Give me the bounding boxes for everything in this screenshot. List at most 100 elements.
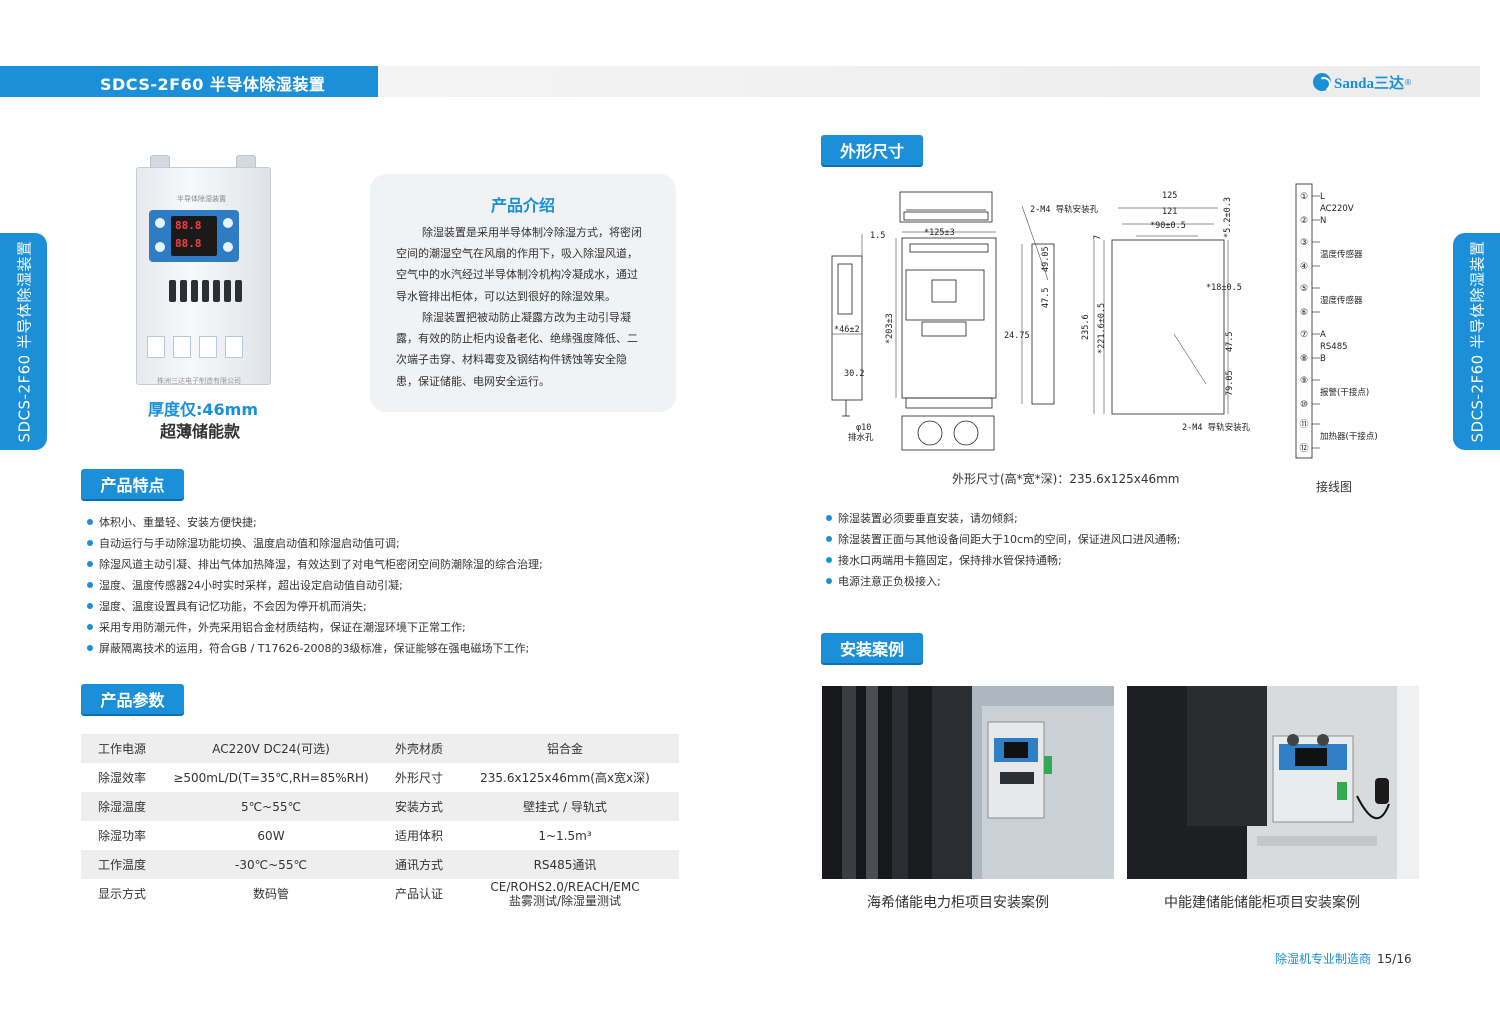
vent-slot [202,280,209,302]
param-value: 壁挂式 / 导轨式 [451,792,679,821]
param-key: 外形尺寸 [395,771,444,785]
param-value: AC220V DC24(可选) [161,734,381,763]
case-photo-1 [822,686,1114,879]
dim-203: *203±3 [885,313,895,344]
dim-7: 7 [1093,235,1103,240]
side-tab-left: SDCS-2F60 半导体除湿装置 [0,233,47,450]
feature-sticker-icon [225,336,243,358]
cases-heading: 安装案例 [821,633,923,663]
case-caption-1: 海希储能电力柜项目安装案例 [867,895,1049,911]
side-tab-right-text: SDCS-2F60 半导体除湿装置 [1468,240,1487,443]
feature-sticker-icon [147,336,165,358]
sanda-logo-icon [1313,73,1331,91]
note-item: 接水口两端用卡箍固定，保持排水管保持通畅; [826,554,1062,567]
param-key: 工作电源 [81,734,161,763]
intro-line: 露，有效的防止柜内设备老化、绝缘强度降低、二 [396,332,638,346]
dimensions-caption: 外形尺寸(高*宽*深)：235.6x125x46mm [952,472,1180,486]
param-key: 安装方式 [381,792,451,821]
terminal-label: 报警(干接点) [1320,387,1369,398]
dim-5-2: *5.2±0.3 [1223,197,1233,238]
dim-drain: 排水孔 [848,432,874,443]
dim-46: *46±2 [834,325,860,335]
param-key: 除湿功率 [98,829,147,843]
feature-item: 屏蔽隔离技术的运用，符合GB / T17626-2008的3级标准，保证能够在强… [86,642,530,655]
intro-paragraph-1: 除湿装置是采用半导体制冷除湿方式，将密闭 空间的潮湿空气在风扇的作用下，吸入除湿… [396,222,654,307]
intro-line: 次端子击穿、材料霉变及钢结构件锈蚀等安全隐 [396,353,627,367]
dim-24-75: 24.75 [1004,331,1030,341]
terminal-block [1295,183,1313,459]
param-key: 通讯方式 [381,850,451,879]
dimension-drawing: *125±3 1.5 *46±2 *203±3 30.2 φ10 排水孔 2-M… [831,191,1251,451]
panel-button-icon [155,242,165,252]
dim-235-6: 235.6 [1081,314,1091,340]
panel-up-icon [223,218,233,228]
feature-item: 除湿风道主动引凝、排出气体加热降湿，有效达到了对电气柜密闭空间防潮除湿的综合治理… [87,558,543,571]
dim-121: 121 [1162,207,1177,217]
vent-slot [180,280,187,302]
terminal-number: ⑨ [1300,376,1308,386]
vent-slot [213,280,220,302]
table-row: 工作电源 AC220V DC24(可选) 外壳材质 铝合金 [81,734,679,763]
features-heading: 产品特点 [81,469,184,499]
panel-button-icon [155,218,165,228]
top-view-outline [899,191,993,223]
params-table: 工作电源 AC220V DC24(可选) 外壳材质 铝合金 除湿效率 ≥500m… [81,734,679,908]
param-value: 1~1.5m³ [538,828,592,843]
terminal-number: ⑥ [1300,308,1308,318]
dim-18: *18±0.5 [1206,283,1242,293]
vent-slot [224,280,231,302]
device-display: 88.8 88.8 [171,216,217,256]
display-readout-bottom: 88.8 [175,237,202,250]
feature-sticker-icon [173,336,191,358]
intro-paragraph-2: 除湿装置把被动防止凝露方改为主动引导凝 露，有效的防止柜内设备老化、绝缘强度降低… [396,307,654,392]
thickness-label: 厚度仅:46mm [148,400,259,419]
terminal-number: ② [1300,216,1308,226]
param-value-line: CE/ROHS2.0/REACH/EMC [490,879,640,894]
feature-item: 自动运行与手动除湿功能切换、温度启动值和除湿启动值可调; [87,537,400,550]
param-key: 产品认证 [395,887,444,901]
dim-125: 125 [1162,191,1177,201]
param-key: 工作温度 [81,850,161,879]
header-title: SDCS-2F60 半导体除湿装置 [100,75,326,94]
brand-name: Sanda三达 [1334,75,1405,92]
intro-box: 产品介绍 除湿装置是采用半导体制冷除湿方式，将密闭 空间的潮湿空气在风扇的作用下… [370,174,676,412]
terminal-label: A [1320,330,1326,340]
intro-line: 空气中的水汽经过半导体制冷机构冷凝成水，通过 [396,268,638,282]
feature-item: 采用专用防潮元件，外壳采用铝合金材质结构，保证在潮湿环境下正常工作; [87,621,466,634]
terminal-number: ⑪ [1299,419,1308,430]
param-value: 60W [257,828,285,843]
dim-rail-2: 2-M4 导轨安装孔 [1182,422,1251,433]
param-key: 显示方式 [98,887,147,901]
device-maker-label: 株洲三达电子制造有限公司 [157,377,241,385]
bottom-view-outline [901,415,995,451]
product-image: 半导体除湿装置 88.8 88.8 株洲三达电子制造有限公司 [136,155,271,385]
terminal-number: ⑩ [1300,400,1308,410]
terminal-label: B [1320,354,1326,364]
dim-90: *90±0.5 [1150,221,1186,231]
brand-logo: Sanda三达 ® [1313,71,1412,93]
terminal-number: ④ [1300,262,1308,272]
side-tab-left-text: SDCS-2F60 半导体除湿装置 [15,240,34,443]
terminal-label: N [1320,216,1326,226]
terminal-number: ⑦ [1300,330,1308,340]
terminal-label: 湿度传感器 [1320,295,1363,306]
dim-47-5b: 47.5 [1225,332,1235,352]
registered-mark: ® [1404,77,1413,87]
intro-line: 患，保证储能、电网安全运行。 [396,374,550,388]
table-row: 工作温度 -30℃~55℃ 通讯方式 RS485通讯 [81,850,679,879]
param-value: 铝合金 [451,734,679,763]
display-readout-top: 88.8 [175,219,202,232]
dim-125x: *125±3 [924,228,955,238]
terminal-number: ⑤ [1300,284,1308,294]
terminal-label: 温度传感器 [1320,249,1363,260]
terminal-label: AC220V [1320,204,1354,214]
params-heading: 产品参数 [81,684,184,714]
param-value: RS485通讯 [451,850,679,879]
table-row: 除湿功率 60W 适用体积 1~1.5m³ [81,821,679,850]
param-value: 235.6x125x46mm(高x宽x深) [480,771,650,785]
param-value-line: 盐雾测试/除湿量测试 [508,893,622,908]
terminal-label: 加热器(干接点) [1320,431,1378,442]
param-value: ≥500mL/D(T=35℃,RH=85%RH) [173,770,369,785]
